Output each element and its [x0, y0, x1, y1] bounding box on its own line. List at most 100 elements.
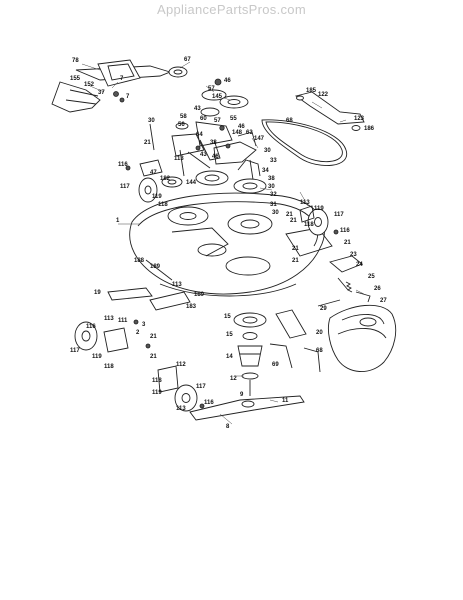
callout-label: 189 [150, 264, 161, 270]
callout-label: 30 [148, 118, 155, 124]
callout-label: 119 [152, 390, 162, 396]
callout-label: 113 [172, 282, 182, 288]
callout-label: 1 [116, 218, 120, 224]
callout-label: 15 [226, 332, 233, 338]
callout-label: 60 [200, 116, 207, 122]
callout-label: 47 [150, 170, 157, 176]
callout-label: 67 [184, 57, 191, 63]
callout-label: 43 [194, 106, 201, 112]
callout-label: 116 [118, 162, 128, 168]
callout-label: 119 [92, 354, 102, 360]
callout-label: 23 [350, 252, 357, 258]
callout-label: 58 [180, 114, 187, 120]
callout-label: 24 [356, 262, 363, 268]
callout-label: 117 [120, 184, 130, 190]
callout-label: 14 [226, 354, 233, 360]
callout-label: 64 [196, 132, 203, 138]
left-gauge-wheel [125, 159, 183, 203]
callout-label: 123 [354, 116, 365, 122]
callout-label: 118 [158, 202, 168, 208]
callout-label: 7 [120, 76, 124, 82]
callout-label: 30 [272, 210, 279, 216]
callout-label: 9 [240, 392, 244, 398]
callout-label: 46 [224, 78, 231, 84]
callout-label: 15 [224, 314, 231, 320]
callout-label: 183 [186, 304, 197, 310]
callout-label: 118 [304, 222, 314, 228]
drive-belt [261, 91, 365, 166]
lower-left-wheel [74, 319, 151, 353]
callout-label: 3 [142, 322, 146, 328]
callout-label: 189 [194, 292, 205, 298]
callout-label: 20 [316, 330, 323, 336]
callout-label: 57 [208, 86, 215, 92]
callout-label: 122 [318, 92, 329, 98]
callout-label: 188 [134, 258, 145, 264]
callout-label: 34 [262, 168, 269, 174]
callout-label: 116 [340, 228, 350, 234]
callout-label: 55 [230, 116, 237, 122]
callout-label: 56 [178, 122, 185, 128]
callout-label: 118 [104, 364, 114, 370]
callout-label: 119 [152, 194, 162, 200]
callout-label: 2 [136, 330, 140, 336]
callout-label: 21 [292, 246, 299, 252]
callout-labels: 78 67 7 155 152 37 7 46 57 145 43 58 30 … [70, 57, 387, 430]
callout-label: 12 [230, 376, 237, 382]
callout-label: 116 [86, 324, 96, 330]
callout-label: 78 [72, 58, 79, 64]
lower-center-wheel [157, 365, 205, 412]
callout-label: 21 [286, 212, 293, 218]
callout-label: 182 [160, 176, 171, 182]
callout-label: 21 [290, 218, 297, 224]
callout-label: 29 [320, 306, 327, 312]
callout-label: 21 [292, 258, 299, 264]
callout-label: 21 [344, 240, 351, 246]
callout-label: 68 [316, 348, 323, 354]
mower-deck [129, 192, 333, 297]
callout-label: 112 [176, 362, 186, 368]
callout-label: 118 [152, 378, 162, 384]
callout-label: 46 [212, 154, 219, 160]
watermark: AppliancePartsPros.com [157, 2, 306, 17]
callout-label: 113 [174, 156, 184, 162]
callout-label: 69 [272, 362, 279, 368]
callout-label: 7 [126, 94, 130, 100]
callout-label: 155 [70, 76, 81, 82]
callout-label: 117 [334, 212, 344, 218]
callout-label: 147 [254, 136, 265, 142]
callout-label: 186 [364, 126, 375, 132]
callout-label: 31 [270, 202, 277, 208]
callout-label: 30 [268, 184, 275, 190]
callout-label: 19 [94, 290, 101, 296]
callout-label: 63 [246, 130, 253, 136]
callout-label: 144 [186, 180, 197, 186]
right-gauge-wheel [299, 205, 339, 236]
callout-label: 11 [282, 398, 289, 404]
callout-label: 117 [196, 384, 206, 390]
callout-label: 38 [210, 140, 217, 146]
callout-label: 27 [380, 298, 387, 304]
callout-label: 68 [286, 118, 293, 124]
callout-label: 145 [212, 94, 223, 100]
callout-label: 21 [144, 140, 151, 146]
callout-label: 21 [150, 354, 157, 360]
callout-label: 21 [150, 334, 157, 340]
callout-label: 119 [314, 206, 324, 212]
callout-label: 113 [176, 406, 186, 412]
idler-arm-assembly [149, 123, 257, 187]
callout-label: 152 [84, 82, 95, 88]
callout-label: 30 [264, 148, 271, 154]
callout-label: 148 [232, 130, 243, 136]
callout-label: 32 [270, 192, 277, 198]
leader-lines [81, 61, 365, 425]
callout-label: 111 [118, 318, 128, 324]
blade-spindle-assembly [189, 312, 305, 421]
callout-label: 113 [300, 200, 310, 206]
callout-label: 26 [374, 286, 381, 292]
callout-label: 46 [238, 124, 245, 130]
callout-label: 8 [226, 424, 230, 430]
discharge-chute [327, 304, 397, 372]
